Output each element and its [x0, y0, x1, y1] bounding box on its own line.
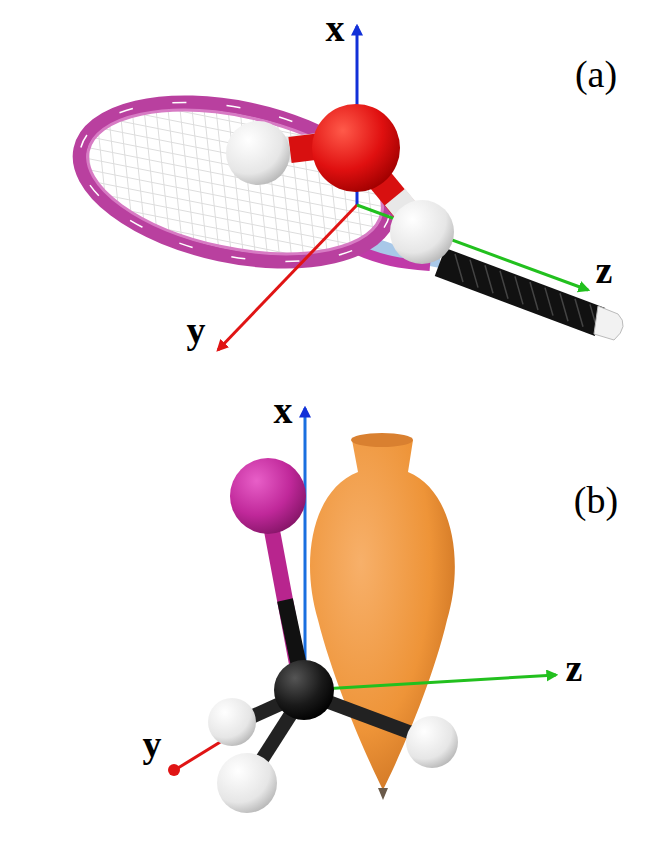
axis-label: x — [326, 9, 345, 47]
axis-label: z — [596, 251, 613, 289]
panel-label: (b) — [574, 481, 618, 519]
axis-label: x — [274, 391, 293, 429]
panel-label: (a) — [575, 55, 617, 93]
axes-b — [168, 408, 556, 776]
axis-label: y — [187, 311, 206, 349]
methyl-iodide-molecule — [208, 458, 458, 813]
axes-a — [218, 26, 588, 350]
water-molecule — [226, 104, 454, 264]
tennis-racket — [60, 65, 623, 340]
axis-label: z — [566, 649, 583, 687]
axis-label: y — [143, 725, 162, 763]
